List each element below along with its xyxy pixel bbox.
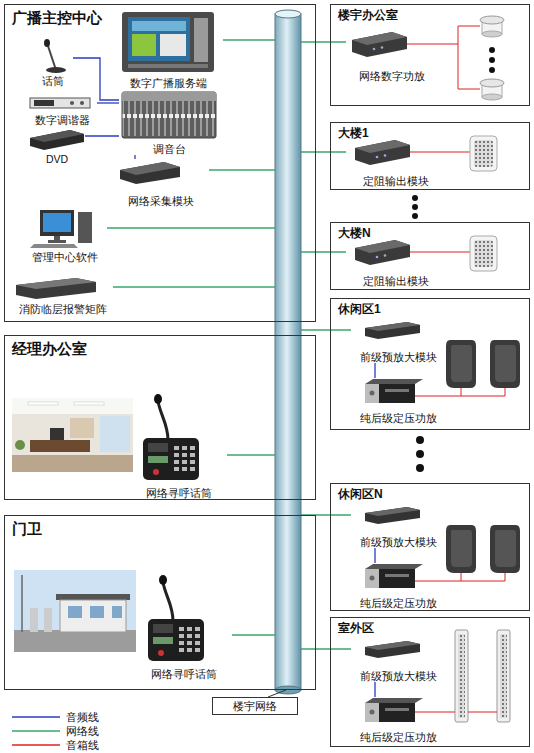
device-label: 消防临层报警矩阵 — [13, 303, 113, 315]
audio-line — [374, 682, 375, 697]
audio-line — [85, 135, 119, 136]
zone-title: 经理办公室 — [12, 340, 87, 358]
mixer-console: 调音台 — [119, 89, 219, 155]
device-label: 网络寻呼话筒 — [131, 487, 227, 499]
device-label: 数字调谐器 — [27, 114, 97, 126]
device-label: 前级预放大模块 — [351, 536, 446, 548]
device-label: 管理中心软件 — [23, 251, 107, 263]
zone-title: 楼宇办公室 — [338, 8, 398, 23]
audio-line — [73, 58, 119, 100]
zone-title: 大楼1 — [338, 126, 369, 141]
zone-title: 广播主控中心 — [12, 9, 102, 27]
device-label: 调音台 — [119, 143, 219, 155]
network-amplifier: 网络数字功放 — [346, 34, 438, 82]
device-label: 网络寻呼话筒 — [136, 668, 232, 680]
audio-line — [134, 155, 135, 159]
digital-tuner: 数字调谐器 — [27, 96, 97, 126]
broadcast-server: 数字广播服务端 — [113, 11, 223, 89]
device-label: 网络采集模块 — [113, 195, 209, 207]
device-label: 纯后级定压功放 — [346, 731, 451, 743]
fire-alarm-matrix: 消防临层报警矩阵 — [13, 277, 113, 315]
network-capture-module: 网络采集模块 — [113, 159, 209, 207]
device-label: 前级预放大模块 — [351, 351, 446, 363]
zone-title: 门卫 — [12, 520, 42, 538]
network-label: 楼宇网络 — [212, 697, 298, 715]
zone-title: 休闲区N — [338, 487, 383, 502]
audio-line — [374, 363, 375, 378]
zone-box: 休闲区N 前级预放大模块纯后级定压功放 — [330, 483, 530, 611]
legend-text: 音箱线 — [66, 739, 99, 751]
zone-box: 门卫网络寻呼话筒 — [4, 515, 316, 690]
network-line — [301, 329, 351, 330]
paging-microphone: 网络寻呼话筒 — [131, 393, 227, 499]
management-pc: 管理中心软件 — [23, 209, 107, 263]
preamp-module: 前级预放大模块 — [351, 321, 446, 363]
dvd-player: DVD — [29, 129, 85, 165]
power-amplifier: 纯后级定压功放 — [346, 697, 451, 743]
network-line — [301, 251, 346, 252]
device-label: 网络数字功放 — [346, 70, 438, 82]
device-label: 定阻输出模块 — [346, 175, 446, 187]
device-label: 前级预放大模块 — [351, 670, 446, 682]
zone-box: 大楼N 定阻输出模块 — [330, 222, 530, 290]
network-line — [107, 227, 275, 228]
zone-box: 室外区前级预放大模块纯后级定压功放 — [330, 617, 530, 747]
network-line — [223, 39, 275, 40]
zone-box: 大楼1 定阻输出模块 — [330, 122, 530, 190]
device-label: 纯后级定压功放 — [346, 597, 451, 609]
network-line — [301, 151, 346, 152]
paging-microphone: 网络寻呼话筒 — [136, 574, 232, 680]
preamp-module: 前级预放大模块 — [351, 640, 446, 682]
audio-line — [374, 548, 375, 563]
zone-box: 经理办公室网络寻呼话筒 — [4, 335, 316, 500]
power-amplifier: 纯后级定压功放 — [346, 563, 451, 609]
network-backbone: 楼宇网络 — [275, 14, 301, 690]
zone-title: 大楼N — [338, 226, 371, 241]
device-label: 数字广播服务端 — [113, 77, 223, 89]
microphone: 话筒 — [33, 37, 73, 87]
device-label: 纯后级定压功放 — [346, 412, 451, 424]
zone-box: 楼宇办公室网络数字功放 — [330, 4, 530, 106]
device-label: DVD — [29, 153, 85, 165]
network-line — [113, 286, 275, 287]
zone-box: 休闲区1 前级预放大模块纯后级定压功放 — [330, 298, 530, 430]
network-line — [301, 648, 351, 649]
zone-title: 休闲区1 — [338, 302, 381, 317]
legend-text: 网络线 — [66, 725, 99, 737]
zone-title: 室外区 — [338, 621, 374, 636]
audio-line — [97, 102, 119, 103]
network-line — [209, 169, 275, 170]
power-amplifier: 纯后级定压功放 — [346, 378, 451, 424]
output-module: 定阻输出模块 — [346, 137, 446, 187]
legend-text: 音频线 — [66, 711, 99, 723]
device-label: 话筒 — [33, 75, 73, 87]
preamp-module: 前级预放大模块 — [351, 506, 446, 548]
network-line — [301, 41, 346, 42]
output-module: 定阻输出模块 — [346, 237, 446, 287]
network-line — [232, 634, 275, 635]
network-line — [227, 454, 275, 455]
device-label: 定阻输出模块 — [346, 275, 446, 287]
zone-box: 广播主控中心话筒 数字广播服务端数字调谐器 DVD 调音台网络采集模块管理中心软件消防… — [4, 4, 316, 322]
